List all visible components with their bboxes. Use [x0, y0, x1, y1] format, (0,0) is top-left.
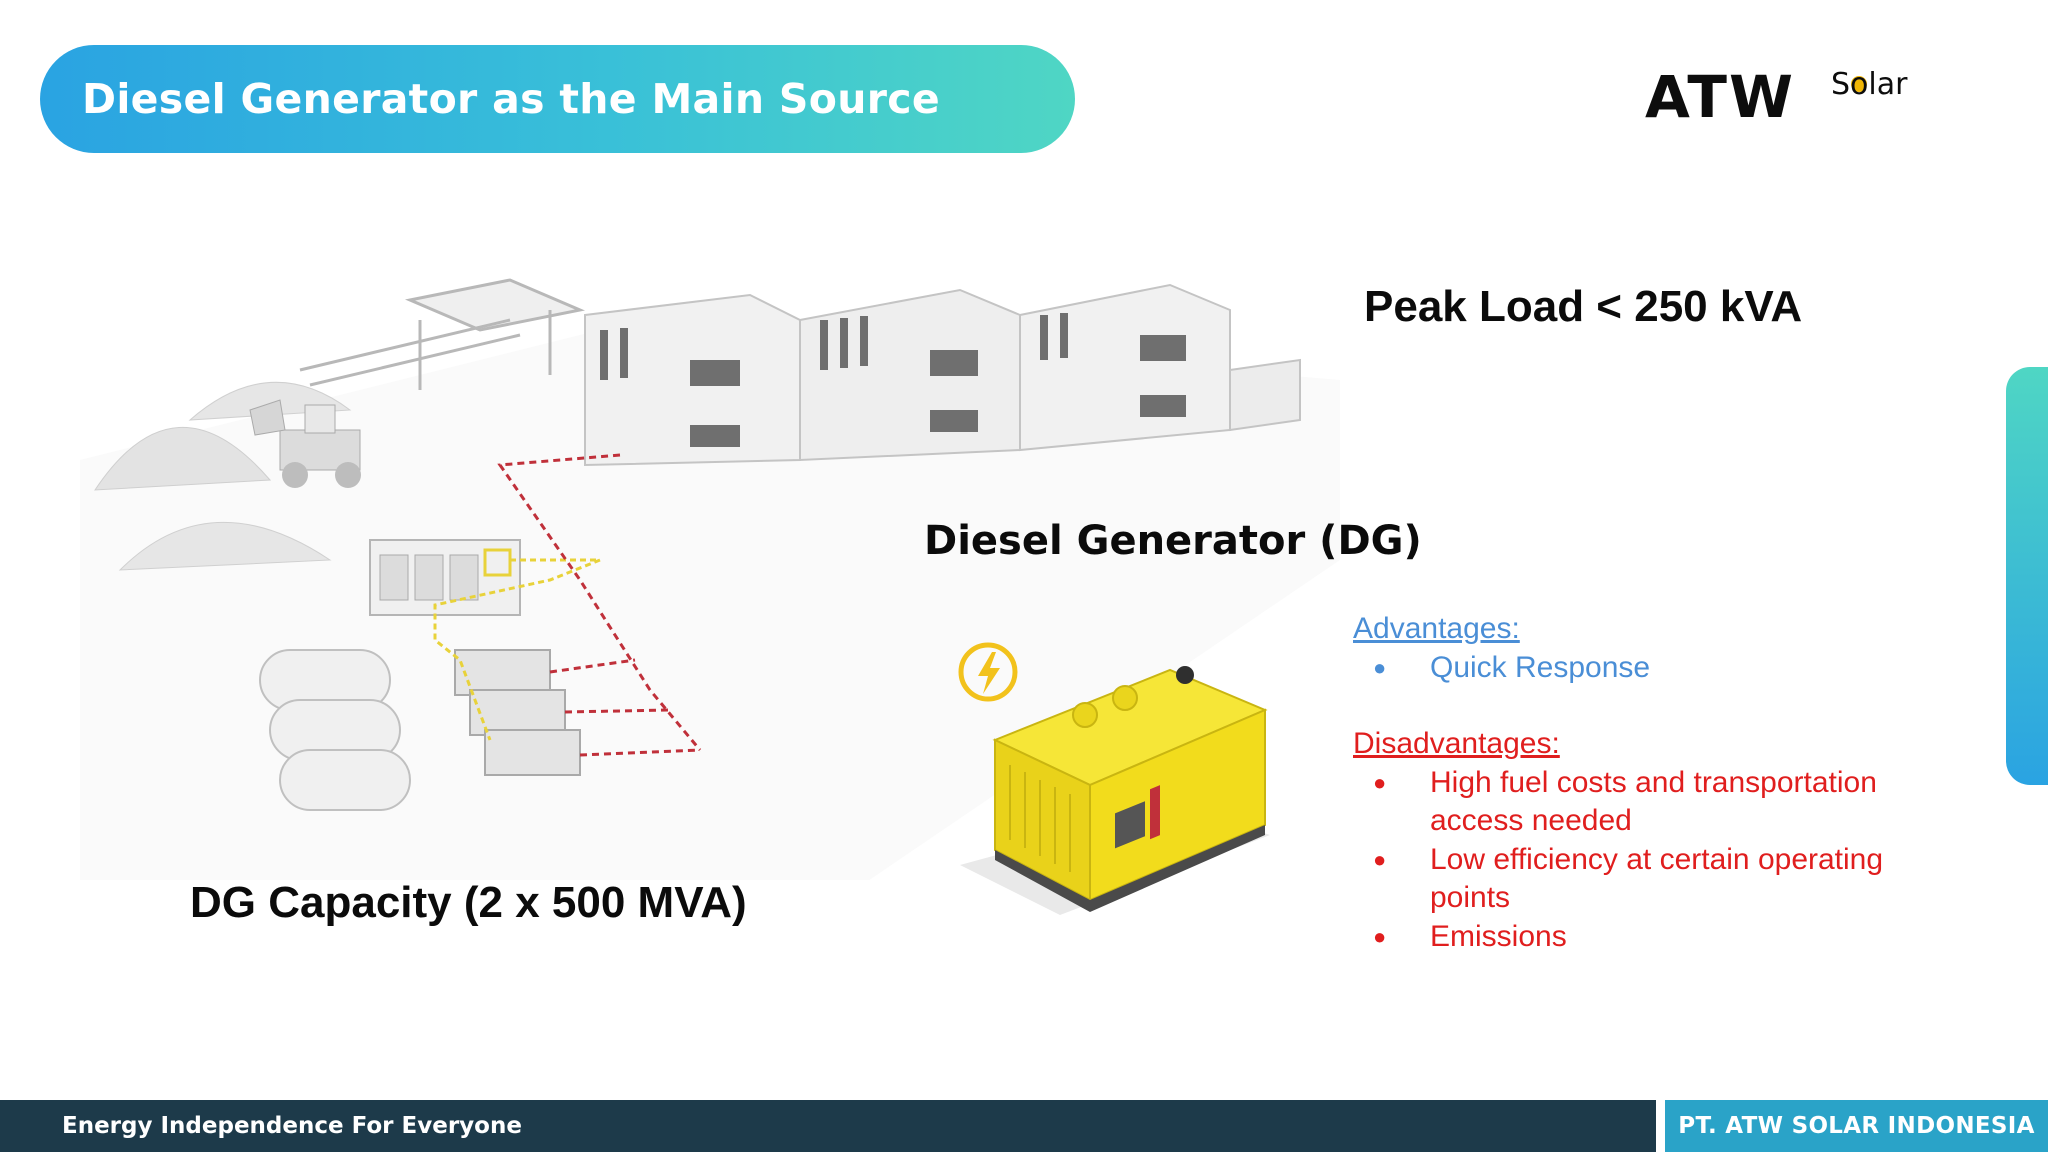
sand-pile: [94, 427, 272, 491]
slide-title: Diesel Generator as the Main Source: [82, 75, 940, 123]
conveyor-structure: [299, 278, 586, 390]
power-lines: [497, 453, 702, 757]
footer-company-bar: PT. ATW SOLAR INDONESIA: [1665, 1100, 2048, 1152]
yellow-cable: [433, 558, 601, 741]
bullet: ●: [1373, 846, 1387, 872]
atw-solar-logo: ATW Solar: [1645, 63, 1908, 131]
logo-sun-dot: [1851, 76, 1867, 92]
advantages-heading: Advantages:: [1353, 612, 1520, 645]
side-accent-tab: [2006, 367, 2048, 785]
control-panel: [1115, 801, 1145, 849]
disadvantage-item-text: Low efficiency at certain operating poin…: [1430, 842, 1884, 915]
building-complex: [584, 283, 1301, 467]
logo-brand: ATW: [1645, 63, 1795, 131]
bullet: ●: [1373, 923, 1387, 949]
slide-title-banner: Diesel Generator as the Main Source: [40, 45, 1075, 153]
list-item: ● Emissions: [1353, 918, 1953, 957]
lightning-icon: [958, 642, 1018, 702]
footer-tagline-bar: Energy Independence For Everyone: [0, 1100, 1656, 1152]
disadvantage-item-text: Emissions: [1430, 919, 1567, 953]
wheel-loader: [249, 399, 361, 488]
diesel-generator-label: Diesel Generator (DG): [924, 518, 1422, 564]
fuel-tanks: [259, 649, 411, 811]
footer-company: PT. ATW SOLAR INDONESIA: [1678, 1113, 2035, 1139]
bullet: ●: [1373, 769, 1387, 795]
sand-pile: [118, 522, 332, 571]
list-item: ● Low efficiency at certain operating po…: [1353, 841, 1953, 918]
disadvantages-heading: Disadvantages:: [1353, 727, 1560, 760]
generator-base: [995, 825, 1265, 912]
disadvantage-item-text: High fuel costs and transportation acces…: [1430, 765, 1877, 838]
logo-suffix: Solar: [1831, 67, 1908, 102]
generator-illustration: [958, 642, 1270, 915]
advantage-item-text: Quick Response: [1430, 650, 1651, 684]
footer-tagline: Energy Independence For Everyone: [62, 1113, 522, 1139]
bullet: ●: [1373, 654, 1387, 680]
list-item: ● High fuel costs and transportation acc…: [1353, 764, 1953, 841]
dg-capacity-label: DG Capacity (2 x 500 MVA): [190, 878, 747, 927]
list-item: ● Quick Response: [1353, 649, 1953, 688]
peak-load-label: Peak Load < 250 kVA: [1364, 282, 1803, 331]
status-strip: [1150, 785, 1160, 840]
pros-cons-list: Advantages: ● Quick Response Disadvantag…: [1353, 610, 1953, 956]
